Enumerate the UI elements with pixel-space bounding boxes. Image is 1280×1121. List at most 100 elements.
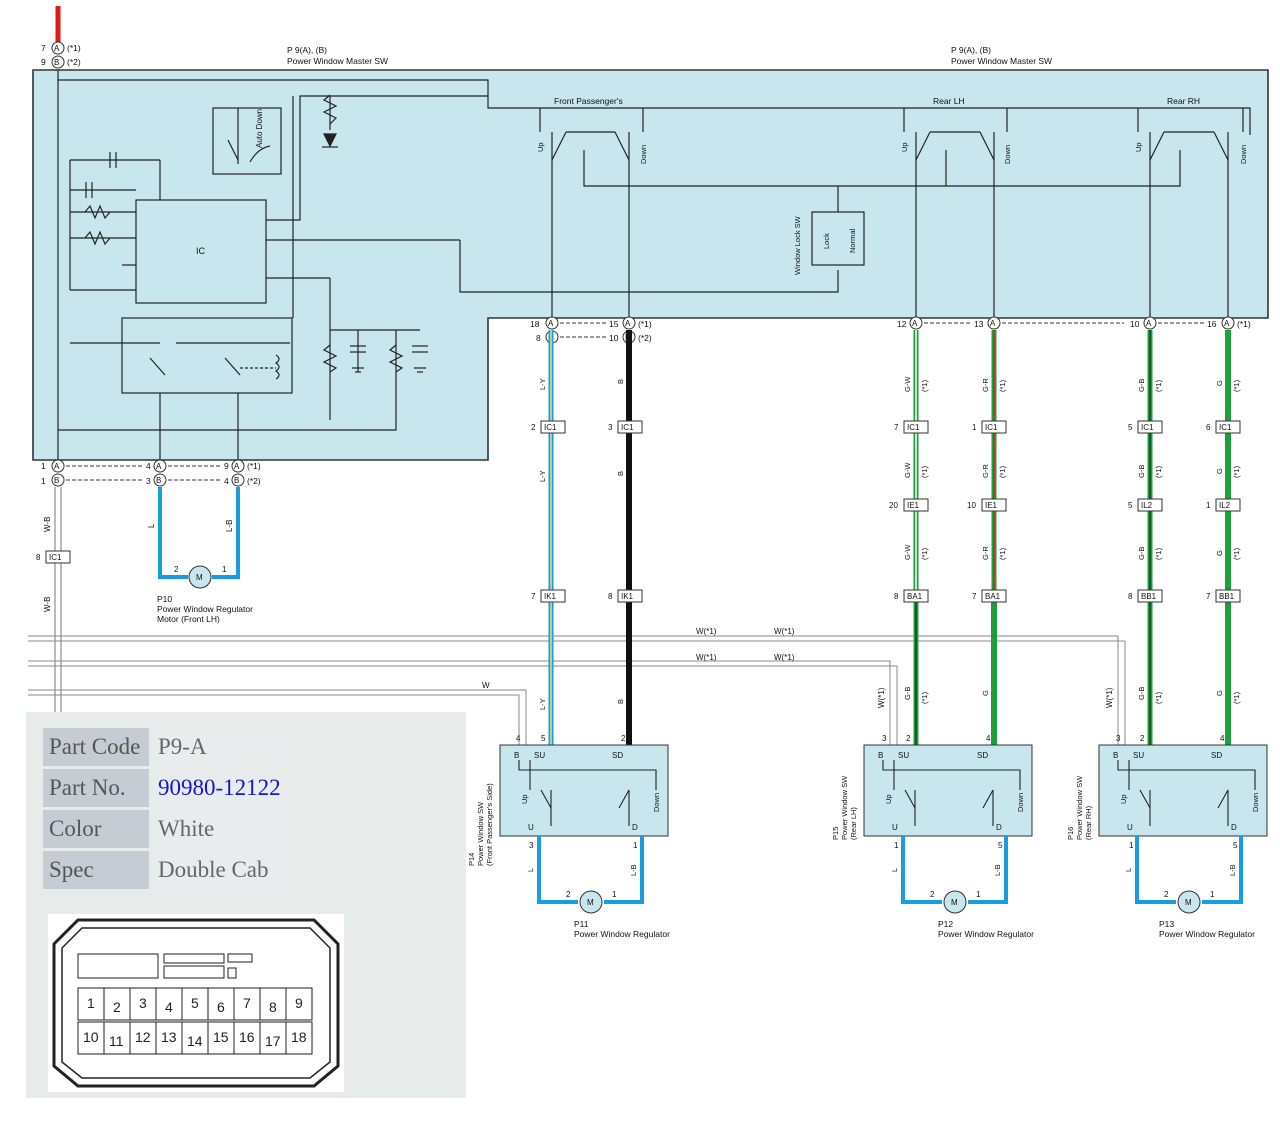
svg-text:P14: P14 — [467, 853, 476, 866]
svg-text:(*2): (*2) — [67, 57, 81, 67]
svg-text:9: 9 — [41, 57, 46, 67]
spec-key: Spec — [43, 851, 149, 889]
connector-outline-inner — [61, 927, 331, 1079]
svg-text:A: A — [1146, 319, 1152, 328]
svg-text:P10: P10 — [157, 594, 172, 604]
svg-text:Rear LH: Rear LH — [933, 96, 965, 106]
switch-contacts — [539, 108, 1244, 318]
bus-wires — [28, 635, 1126, 745]
svg-text:IE1: IE1 — [985, 501, 998, 510]
svg-text:(*1): (*1) — [638, 319, 652, 329]
svg-text:(*2): (*2) — [247, 476, 261, 486]
svg-text:Power Window Regulator: Power Window Regulator — [938, 929, 1034, 939]
svg-text:2: 2 — [174, 565, 179, 574]
svg-text:IC1: IC1 — [49, 553, 62, 562]
spec-value: Double Cab — [152, 851, 290, 889]
svg-text:W: W — [482, 681, 490, 690]
svg-text:1: 1 — [222, 565, 227, 574]
part-number-link[interactable]: 90980-12122 — [152, 769, 290, 807]
svg-text:(*1): (*1) — [920, 547, 929, 560]
svg-text:D: D — [996, 823, 1002, 832]
svg-text:IE1: IE1 — [907, 501, 920, 510]
svg-text:(*1): (*1) — [1232, 465, 1241, 478]
svg-text:1: 1 — [633, 841, 638, 850]
svg-text:(*1): (*1) — [1232, 691, 1241, 704]
svg-text:Down: Down — [1251, 793, 1260, 812]
svg-text:16: 16 — [1207, 319, 1217, 329]
harness-rear-rh — [1147, 330, 1231, 745]
spec-key: Color — [43, 810, 149, 848]
ic-label: IC — [196, 246, 206, 256]
svg-text:M: M — [587, 898, 594, 907]
svg-text:IK1: IK1 — [544, 592, 557, 601]
spec-key: Part Code — [43, 728, 149, 766]
svg-text:2: 2 — [1164, 890, 1169, 899]
svg-text:Down: Down — [652, 793, 661, 812]
svg-text:(*1): (*1) — [67, 43, 81, 53]
svg-text:A: A — [54, 44, 60, 53]
ecu-pins-lower: 1 A 4 A 9 A (*1) 1 B 3 B 4 B (*2) — [41, 459, 261, 487]
svg-text:8: 8 — [894, 592, 899, 601]
svg-text:A: A — [990, 319, 996, 328]
svg-text:(*1): (*1) — [1154, 547, 1163, 560]
internal-circuit — [57, 70, 1251, 460]
svg-text:Power Window SW: Power Window SW — [476, 801, 485, 866]
svg-text:12: 12 — [897, 319, 907, 329]
connector-key — [227, 953, 253, 963]
svg-text:A: A — [54, 462, 60, 471]
svg-text:G-B: G-B — [1137, 547, 1146, 560]
connector-latch — [77, 953, 159, 979]
svg-text:Front Passenger's: Front Passenger's — [554, 96, 623, 106]
svg-text:IL2: IL2 — [1219, 501, 1231, 510]
svg-text:G-W: G-W — [903, 376, 912, 392]
svg-text:Motor (Front LH): Motor (Front LH) — [157, 614, 220, 624]
svg-text:B: B — [616, 379, 625, 384]
svg-text:4: 4 — [986, 734, 991, 743]
connector-pin-label: 6 — [217, 999, 225, 1015]
svg-text:Up: Up — [884, 794, 893, 804]
svg-text:L-B: L-B — [225, 520, 234, 532]
svg-text:(Rear LH): (Rear LH) — [849, 807, 858, 840]
bus-labels: W(*1) W(*1) W(*1) W(*1) W W(*1) W(*1) — [482, 627, 1114, 708]
svg-text:8: 8 — [36, 553, 41, 562]
svg-text:L: L — [890, 868, 899, 872]
window-lock-sw-label: Window Lock SW — [793, 215, 802, 275]
spec-row-part-code: Part Code P9-A — [43, 728, 290, 766]
svg-text:13: 13 — [974, 319, 984, 329]
svg-text:G: G — [1215, 468, 1224, 474]
spec-row-spec: Spec Double Cab — [43, 851, 290, 889]
svg-text:1: 1 — [972, 423, 977, 432]
connector-key — [227, 967, 237, 979]
connector-pin-cell — [285, 987, 313, 1021]
svg-text:B: B — [1113, 751, 1118, 760]
svg-text:(Front Passenger's Side): (Front Passenger's Side) — [485, 783, 494, 866]
svg-text:G-W: G-W — [903, 462, 912, 478]
svg-text:5: 5 — [998, 841, 1003, 850]
svg-text:9: 9 — [224, 461, 229, 471]
front-lh-motor-harness: M 2 1 L L-B P10 Power Window Regulator M… — [147, 487, 253, 624]
connector-pin-label: 16 — [239, 1029, 255, 1045]
lock-label: Lock — [822, 233, 831, 249]
svg-text:(*1): (*1) — [1232, 379, 1241, 392]
svg-text:(*1): (*1) — [920, 465, 929, 478]
svg-text:8: 8 — [608, 592, 613, 601]
svg-text:SU: SU — [898, 751, 909, 760]
svg-text:8: 8 — [1128, 592, 1133, 601]
up-down-labels: Up Down Up Down Up Down — [536, 142, 1248, 164]
svg-text:1: 1 — [41, 461, 46, 471]
svg-text:D: D — [632, 823, 638, 832]
svg-text:U: U — [892, 823, 898, 832]
svg-text:1: 1 — [41, 476, 46, 486]
svg-text:(*1): (*1) — [1154, 379, 1163, 392]
svg-text:P16: P16 — [1066, 827, 1075, 840]
svg-text:2: 2 — [566, 890, 571, 899]
svg-text:G-B: G-B — [903, 687, 912, 700]
switch-group-rear-rh: Rear RH — [1167, 96, 1200, 106]
svg-text:BB1: BB1 — [1141, 592, 1157, 601]
svg-text:Power Window Regulator: Power Window Regulator — [574, 929, 670, 939]
switch-p14: 4 5 2 B SU SD U D 3 1 P14 Power Window S… — [467, 734, 670, 939]
svg-text:L-B: L-B — [993, 864, 1002, 876]
svg-text:2: 2 — [531, 423, 536, 432]
